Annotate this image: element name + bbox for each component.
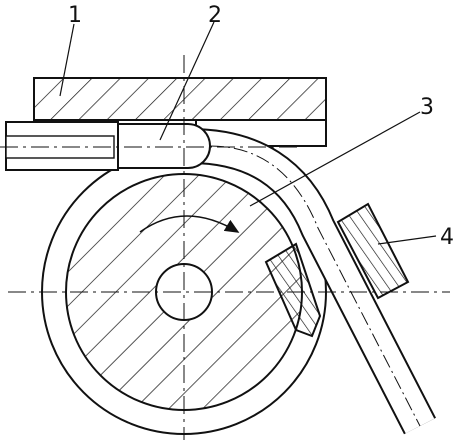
upper-block [33, 77, 327, 121]
roller [264, 202, 410, 338]
mandrel-rod [5, 121, 119, 171]
label-1: 1 [68, 3, 82, 28]
label-4: 4 [440, 225, 454, 250]
label-3: 3 [420, 95, 434, 120]
label-2: 2 [208, 3, 222, 28]
rotation-arrow-icon [139, 215, 240, 233]
center-lines [0, 55, 450, 440]
clamp [115, 123, 211, 169]
leader-lines [59, 21, 437, 245]
